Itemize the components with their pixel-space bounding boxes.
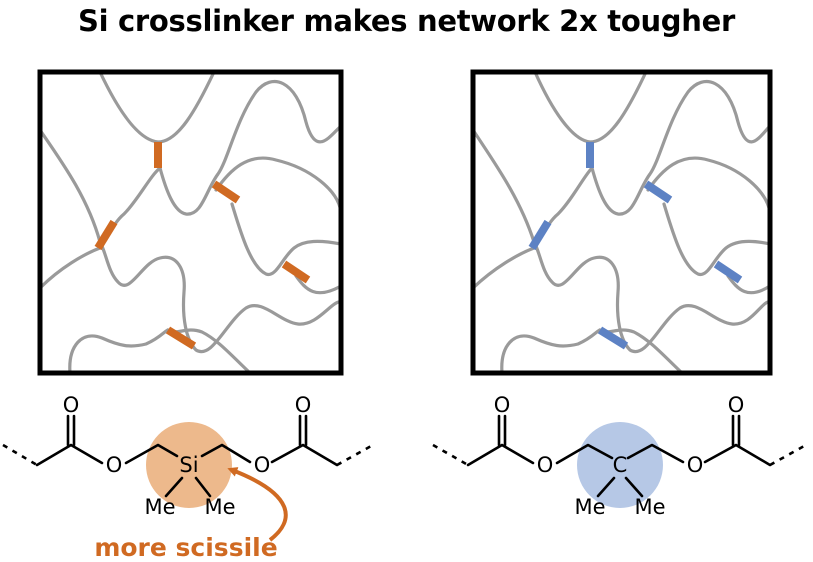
si-crosslink: [211, 180, 241, 204]
bond: [466, 443, 535, 467]
figure-title: Si crosslinker makes network 2x tougher: [78, 4, 735, 38]
c-crosslinker-structure: O O C O O Me Me: [432, 393, 807, 519]
carbonyl-double-bond: [66, 414, 76, 447]
chain-continuation-dash: [336, 443, 374, 467]
chain-continuation-dash: [2, 443, 38, 467]
polymer-chain: [473, 128, 770, 354]
si-network-panel: [37, 69, 344, 376]
c-crosslink: [713, 260, 743, 284]
polymer-chain: [473, 166, 594, 290]
polymer-chain: [646, 156, 770, 214]
bond: [200, 443, 252, 464]
bond: [555, 443, 614, 465]
polymer-chain: [158, 80, 341, 216]
c-highlight-circle: [577, 422, 663, 508]
carbonyl-double-bond: [298, 414, 308, 447]
bond: [270, 443, 339, 467]
atom-label: Me: [144, 495, 175, 519]
polymer-chain: [662, 202, 770, 277]
si-crosslinks: [94, 142, 311, 350]
c-network-frame: [470, 69, 773, 376]
atom-label: O: [63, 393, 80, 417]
carbonyl-double-bond: [731, 414, 741, 447]
atom-label: Si: [179, 453, 198, 477]
scissile-annotation: more scissile: [94, 533, 277, 562]
c-crosslink: [597, 326, 629, 350]
c-crosslink: [528, 219, 552, 251]
chain-continuation-dash: [769, 443, 807, 467]
methyl-bonds: [164, 476, 212, 498]
polymer-chain: [500, 328, 602, 373]
c-crosslink: [643, 180, 673, 204]
si-crosslink: [281, 260, 311, 284]
atom-label: Me: [574, 495, 605, 519]
polymer-chain: [230, 202, 341, 277]
atom-label: O: [254, 453, 271, 477]
atom-label: O: [295, 393, 312, 417]
bond: [35, 443, 104, 467]
si-network-chains: [40, 72, 341, 373]
c-crosslinks: [528, 142, 743, 350]
polymer-chain: [214, 156, 341, 214]
atom-label: Me: [204, 495, 235, 519]
atom-label: O: [106, 453, 123, 477]
atom-label: O: [494, 393, 511, 417]
polymer-chain: [40, 128, 341, 354]
polymer-chain: [533, 72, 648, 144]
c-network-chains: [473, 72, 770, 373]
bond: [703, 443, 772, 467]
si-highlight-circle: [146, 422, 232, 508]
atom-label: O: [687, 453, 704, 477]
atom-label: C: [613, 453, 628, 477]
polymer-chain: [98, 72, 216, 144]
si-crosslinker-structure: O O Si O O Me Me: [2, 393, 374, 519]
carbonyl-double-bond: [497, 414, 507, 447]
atom-label: Me: [634, 495, 665, 519]
si-network-frame: [37, 69, 344, 376]
si-crosslink: [165, 326, 197, 350]
scissile-arrow: [227, 467, 288, 542]
polymer-chain: [726, 274, 770, 295]
bond: [626, 443, 685, 464]
polymer-chain: [68, 328, 170, 373]
bond: [124, 443, 179, 465]
methyl-bonds: [596, 476, 644, 498]
c-network-panel: [470, 69, 773, 376]
atom-label: O: [728, 393, 745, 417]
polymer-chain: [590, 80, 770, 216]
atom-label: O: [537, 453, 554, 477]
si-crosslink: [94, 219, 118, 251]
chain-continuation-dash: [432, 443, 469, 467]
polymer-chain: [294, 274, 341, 295]
